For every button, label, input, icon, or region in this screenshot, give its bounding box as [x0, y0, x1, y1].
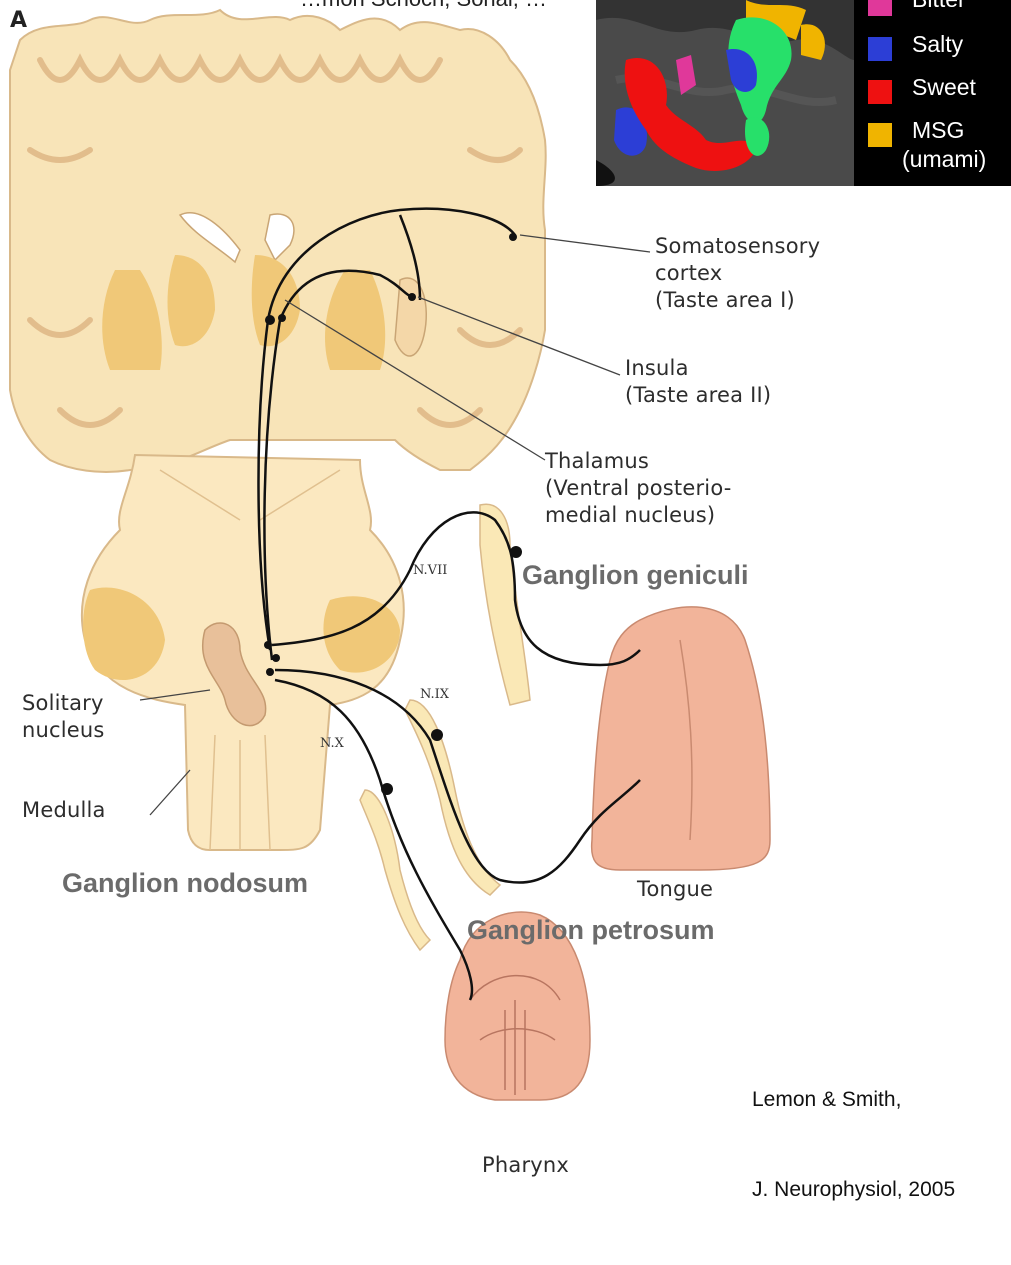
thalamus-label: Thalamus (Ventral posterio- medial nucle…: [545, 448, 732, 529]
legend-label: (umami): [902, 146, 986, 173]
pharynx-label: Pharynx: [482, 1152, 569, 1179]
cropped-header-text: …mon Schoch, Sohal, …: [300, 0, 547, 12]
nerve-vii-label: N.VII: [413, 563, 447, 578]
insula-label: Insula (Taste area II): [625, 355, 771, 409]
sweet-swatch-icon: [868, 80, 892, 104]
legend-label: Salty: [912, 31, 963, 58]
solitary-nucleus-label: Solitary nucleus: [22, 690, 105, 744]
medulla-label: Medulla: [22, 797, 106, 824]
taste-pathway-figure: …mon Schoch, Sohal, … A Bitter Salty: [0, 0, 1011, 1193]
insula-region: [395, 278, 426, 356]
fmri-inset-panel: Bitter Salty Sweet MSG (umami): [596, 0, 1011, 186]
msg-swatch-icon: [868, 123, 892, 147]
nerve-x-label: N.X: [320, 736, 344, 751]
ganglion-geniculi-label: Ganglion geniculi: [522, 560, 749, 591]
tongue-label: Tongue: [637, 876, 713, 903]
bitter-swatch-icon: [868, 0, 892, 16]
ganglion-nodosum-label: Ganglion nodosum: [62, 868, 308, 899]
fmri-brain-map: [596, 0, 854, 186]
glossopharyngeal-strip: [405, 700, 500, 895]
panel-letter: A: [10, 8, 27, 33]
salty-swatch-icon: [868, 37, 892, 61]
legend-label: MSG: [912, 117, 964, 144]
legend-label: Sweet: [912, 74, 976, 101]
citation-journal: J. Neurophysiol, 2005: [752, 1175, 955, 1205]
nerve-ix-label: N.IX: [420, 687, 449, 702]
legend-label: Bitter: [912, 0, 966, 13]
citation: Lemon & Smith, J. Neurophysiol, 2005: [752, 1025, 955, 1265]
somatosensory-label: Somatosensory cortex (Taste area I): [655, 233, 820, 314]
ganglion-petrosum-label: Ganglion petrosum: [467, 915, 715, 946]
vagus-strip: [360, 790, 430, 950]
citation-authors: Lemon & Smith,: [752, 1085, 955, 1115]
